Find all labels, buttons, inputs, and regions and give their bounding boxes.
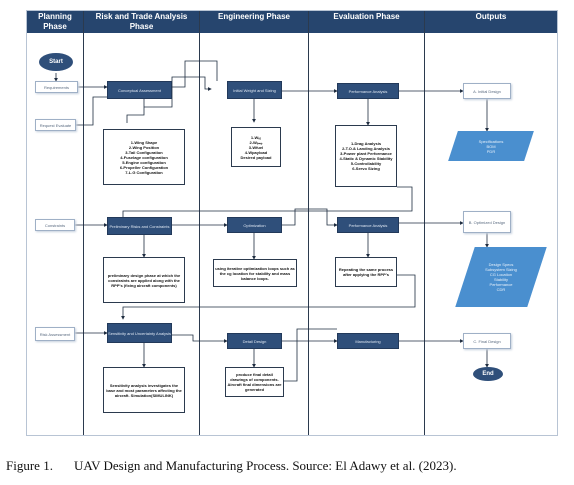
performance-analysis-box-1: Performance Analysis [337,83,399,99]
preliminary-risks-note: preliminary design phase at which the co… [103,257,185,303]
performance-analysis-note-1: 1-Drag Analysis 2-T.O.& Landing Analysis… [335,125,397,187]
constraints-box: Constraints [35,219,75,231]
initial-design-output: A. Initial Design [463,83,511,99]
detail-design-note: produce final detail drawings of compone… [225,367,284,397]
risk-assessment-box: Risk Assessment [35,327,75,341]
final-design-output: C. Final Design [463,333,511,349]
connector-arrows [54,60,489,382]
caption-text: UAV Design and Manufacturing Process. So… [74,458,457,473]
caption-number: Figure 1. [6,458,53,473]
lane-header-evaluation: Evaluation Phase [309,11,424,33]
optimized-design-deliverables: Design Specs Subsystem Sizing CG Locatio… [455,247,547,307]
performance-analysis-note-2: Repeating the same process after applyin… [335,257,397,287]
lane-divider [83,11,84,435]
process-diagram: Planning Phase Risk and Trade Analysis P… [26,10,558,436]
preliminary-risks-box: Preliminary Risks and Constraints [107,217,172,235]
start-terminal: Start [39,53,73,71]
optimization-note: using iterative optimization loops such … [213,259,297,287]
end-terminal: End [473,367,503,381]
lane-header-engineering: Engineering Phase [200,11,308,33]
requirements-box: Requirements [35,81,78,93]
lane-divider [199,11,200,435]
conceptual-assessment-note: 1-Wing Shape 2-Wing Position 3-Tail Conf… [103,129,185,185]
lane-divider [308,11,309,435]
lane-header-outputs: Outputs [425,11,557,33]
lane-header-risk: Risk and Trade Analysis Phase [84,11,199,33]
optimized-design-output: B. Optimized Design [463,211,511,233]
sensitivity-analysis-box: Sensitivity and Uncertainty Analysis [107,323,172,343]
initial-weight-sizing-note: 1-Wₜₒ 2-Wₑₘₚ 3-Wfuel 4-Wpayload Desired … [231,127,281,167]
initial-design-deliverables: Specifications BOM PDR [448,131,534,161]
initial-weight-sizing-box: Initial Weight and Sizing [227,81,282,99]
manufacturing-box: Manufacturing [337,333,399,349]
detail-design-box: Detail Design [227,333,282,349]
conceptual-assessment-box: Conceptual Assessment [107,81,172,99]
performance-analysis-box-2: Performance Analysis [337,217,399,233]
sensitivity-analysis-note: Sensitivity analysis investigates the ba… [103,367,185,413]
optimization-box: Optimization [227,217,282,233]
request-evaluate-box: Request Evaluate [35,119,76,131]
lane-header-planning: Planning Phase [27,11,83,33]
